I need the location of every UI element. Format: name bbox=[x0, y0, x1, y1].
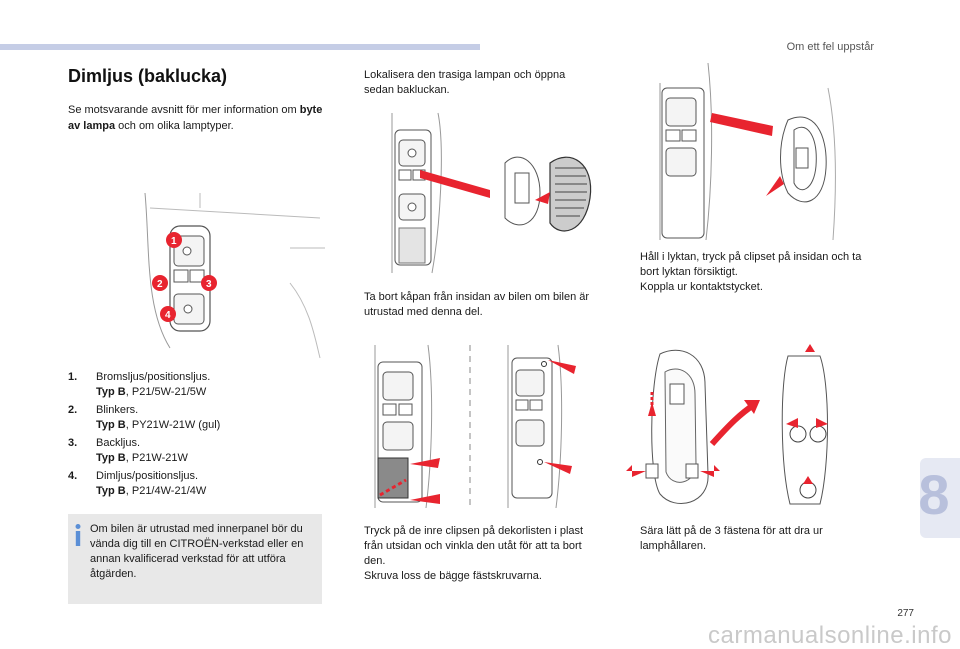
lamp-item: 3. Backljus. Typ B, P21W-21W bbox=[68, 436, 318, 466]
lamp-name: Backljus. bbox=[96, 437, 141, 449]
lamp-type: Typ B, P21/5W-21/5W bbox=[96, 385, 318, 400]
bulb-label-4-text: 4 bbox=[165, 310, 171, 321]
section-title: Dimljus (baklucka) bbox=[68, 66, 228, 86]
lamp-type-value: , P21W-21W bbox=[125, 452, 188, 464]
intro-text: Se motsvarande avsnitt för mer informati… bbox=[68, 102, 326, 134]
chapter-number: 8 bbox=[918, 463, 950, 526]
bulb-label-2-text: 2 bbox=[157, 279, 163, 290]
lamp-type: Typ B, P21W-21W bbox=[96, 451, 318, 466]
red-arrow-icon bbox=[548, 360, 576, 374]
step-paragraph: Tryck på de inre clipsen på dekorlisten … bbox=[344, 524, 596, 569]
lamp-type-label: Typ B bbox=[96, 419, 126, 431]
rear-lamp-overview-figure: 1 2 3 4 bbox=[144, 192, 325, 359]
step-remove-lamp: Håll i lyktan, tryck på clipset på insid… bbox=[620, 250, 878, 295]
red-arrow-icon bbox=[805, 344, 815, 352]
red-arrow-icon bbox=[420, 170, 490, 198]
bulb-holder-figure bbox=[626, 344, 828, 505]
step-paragraph: Sära lätt på de 3 fästena för att dra ur… bbox=[620, 524, 878, 554]
step-paragraph: Koppla ur kontaktstycket. bbox=[620, 280, 878, 295]
step-text: Håll i lyktan, tryck på clipset på insid… bbox=[640, 251, 862, 278]
step-paragraph: Håll i lyktan, tryck på clipset på insid… bbox=[620, 250, 878, 280]
red-arrow-icon bbox=[803, 476, 813, 484]
red-arrow-icon bbox=[410, 458, 440, 468]
step-paragraph: Skruva loss de bägge fästskruvarna. bbox=[344, 569, 596, 584]
intro-before: Se motsvarande avsnitt för mer informati… bbox=[68, 104, 300, 116]
lamp-item: 4. Dimljus/positionsljus. Typ B, P21/4W-… bbox=[68, 469, 318, 499]
info-icon bbox=[75, 524, 81, 546]
chapter-title: Om ett fel uppstår bbox=[786, 41, 874, 53]
red-arrow-icon bbox=[710, 113, 773, 136]
bulb-label-3-text: 3 bbox=[206, 279, 212, 290]
lamp-name: Blinkers. bbox=[96, 404, 139, 416]
red-arrow-icon bbox=[410, 494, 440, 504]
chapter-tab bbox=[920, 458, 960, 538]
lamp-item: 2. Blinkers. Typ B, PY21W-21W (gul) bbox=[68, 403, 318, 433]
bulb-label-3 bbox=[201, 275, 217, 291]
lamp-type: Typ B, P21/4W-21/4W bbox=[96, 484, 318, 499]
lamp-number: 2. bbox=[68, 404, 78, 416]
step-text: Skruva loss de bägge fästskruvarna. bbox=[364, 570, 542, 582]
watermark: carmanualsonline.info bbox=[708, 622, 952, 649]
step-remove-trim: Tryck på de inre clipsen på dekorlisten … bbox=[344, 524, 596, 584]
intro-link-term: byte av lampa bbox=[68, 104, 323, 132]
red-arrow-icon bbox=[766, 176, 784, 196]
header-accent-bar bbox=[0, 44, 480, 50]
red-arrow-icon bbox=[700, 465, 720, 477]
lamp-type-value: , PY21W-21W (gul) bbox=[125, 419, 221, 431]
intro-after: och om olika lamptyper. bbox=[115, 120, 234, 132]
red-arrow-icon bbox=[744, 400, 760, 414]
lamp-number: 1. bbox=[68, 371, 78, 383]
lamp-name: Dimljus/positionsljus. bbox=[96, 470, 199, 482]
bulb-label-1 bbox=[166, 232, 182, 248]
bulb-label-1-text: 1 bbox=[171, 236, 177, 247]
lamp-name: Bromsljus/positionsljus. bbox=[96, 371, 211, 383]
remove-cover-figure bbox=[391, 112, 592, 274]
step-paragraph: Lokalisera den trasiga lampan och öppna … bbox=[344, 68, 594, 98]
lamp-number: 3. bbox=[68, 437, 78, 449]
step-text: Sära lätt på de 3 fästena för att dra ur… bbox=[640, 525, 823, 552]
red-arrow-icon bbox=[626, 465, 646, 477]
remove-trim-figure bbox=[374, 344, 576, 509]
step-remove-bulb-holder: Sära lätt på de 3 fästena för att dra ur… bbox=[620, 524, 878, 554]
lamp-type-value: , P21/4W-21/4W bbox=[125, 485, 207, 497]
bulb-label-4 bbox=[160, 306, 176, 322]
lamp-type-label: Typ B bbox=[96, 485, 126, 497]
remove-lamp-unit-figure bbox=[659, 62, 836, 241]
lamp-number: 4. bbox=[68, 470, 78, 482]
lamp-type-value: , P21/5W-21/5W bbox=[125, 386, 207, 398]
lamp-list: 1. Bromsljus/positionsljus. Typ B, P21/5… bbox=[68, 370, 318, 502]
step-text: Ta bort kåpan från insidan av bilen om b… bbox=[364, 291, 590, 318]
step-locate-lamp: Lokalisera den trasiga lampan och öppna … bbox=[344, 68, 594, 98]
step-paragraph: Ta bort kåpan från insidan av bilen om b… bbox=[344, 290, 596, 320]
info-note: Om bilen är utrustad med innerpanel bör … bbox=[68, 514, 322, 604]
step-text: Lokalisera den trasiga lampan och öppna … bbox=[364, 69, 566, 96]
lamp-type: Typ B, PY21W-21W (gul) bbox=[96, 418, 318, 433]
page-number: 277 bbox=[897, 608, 914, 619]
info-note-text: Om bilen är utrustad med innerpanel bör … bbox=[90, 523, 304, 580]
red-arrow-icon bbox=[544, 462, 572, 474]
step-text: Tryck på de inre clipsen på dekorlisten … bbox=[364, 525, 584, 567]
lamp-type-label: Typ B bbox=[96, 452, 126, 464]
red-arrow-icon bbox=[786, 418, 798, 428]
lamp-type-label: Typ B bbox=[96, 386, 126, 398]
red-arrow-icon bbox=[535, 192, 550, 204]
lamp-item: 1. Bromsljus/positionsljus. Typ B, P21/5… bbox=[68, 370, 318, 400]
step-remove-cover: Ta bort kåpan från insidan av bilen om b… bbox=[344, 290, 596, 320]
bulb-label-2 bbox=[152, 275, 168, 291]
red-arrow-icon bbox=[816, 418, 828, 428]
step-text: Koppla ur kontaktstycket. bbox=[640, 281, 763, 293]
